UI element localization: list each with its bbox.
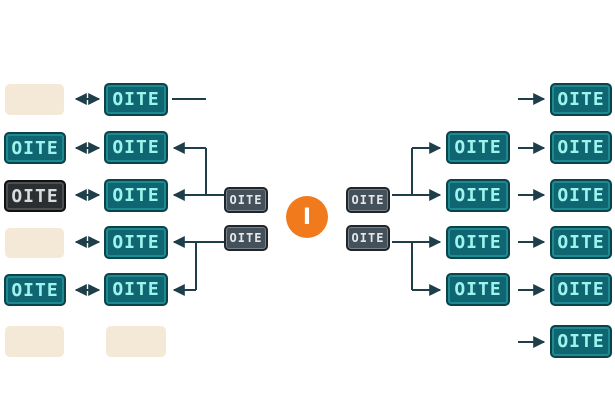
empty-slot-col2-row6 [106, 326, 166, 357]
tile-col2-row5[interactable]: OITE [104, 273, 168, 306]
tile-col6-row3[interactable]: OITE [550, 179, 612, 212]
tile-col1-row3-selected[interactable]: OITE [4, 180, 66, 212]
tile-center-right-top[interactable]: OITE [346, 187, 390, 213]
empty-slot-col1-row4 [5, 228, 64, 258]
tile-col2-row3[interactable]: OITE [104, 179, 168, 212]
tile-col6-row2[interactable]: OITE [550, 131, 612, 164]
tile-col5-row5[interactable]: OITE [446, 273, 510, 306]
tile-col5-row2[interactable]: OITE [446, 131, 510, 164]
tile-col1-row2[interactable]: OITE [4, 132, 66, 164]
empty-slot-col1-row1 [5, 84, 64, 115]
center-number-badge: I [286, 196, 328, 238]
tile-center-left-top[interactable]: OITE [224, 187, 268, 213]
tile-col5-row3[interactable]: OITE [446, 179, 510, 212]
tile-center-right-bottom[interactable]: OITE [346, 225, 390, 251]
tile-center-left-bottom[interactable]: OITE [224, 225, 268, 251]
tile-col2-row2[interactable]: OITE [104, 131, 168, 164]
tile-col1-row5[interactable]: OITE [4, 274, 66, 306]
tile-col2-row1[interactable]: OITE [104, 83, 168, 116]
tile-col6-row4[interactable]: OITE [550, 226, 612, 259]
tile-col6-row5[interactable]: OITE [550, 273, 612, 306]
tile-col2-row4[interactable]: OITE [104, 226, 168, 259]
empty-slot-col1-row6 [5, 326, 64, 357]
tile-col6-row6[interactable]: OITE [550, 325, 612, 358]
tile-col6-row1[interactable]: OITE [550, 83, 612, 116]
tile-col5-row4[interactable]: OITE [446, 226, 510, 259]
